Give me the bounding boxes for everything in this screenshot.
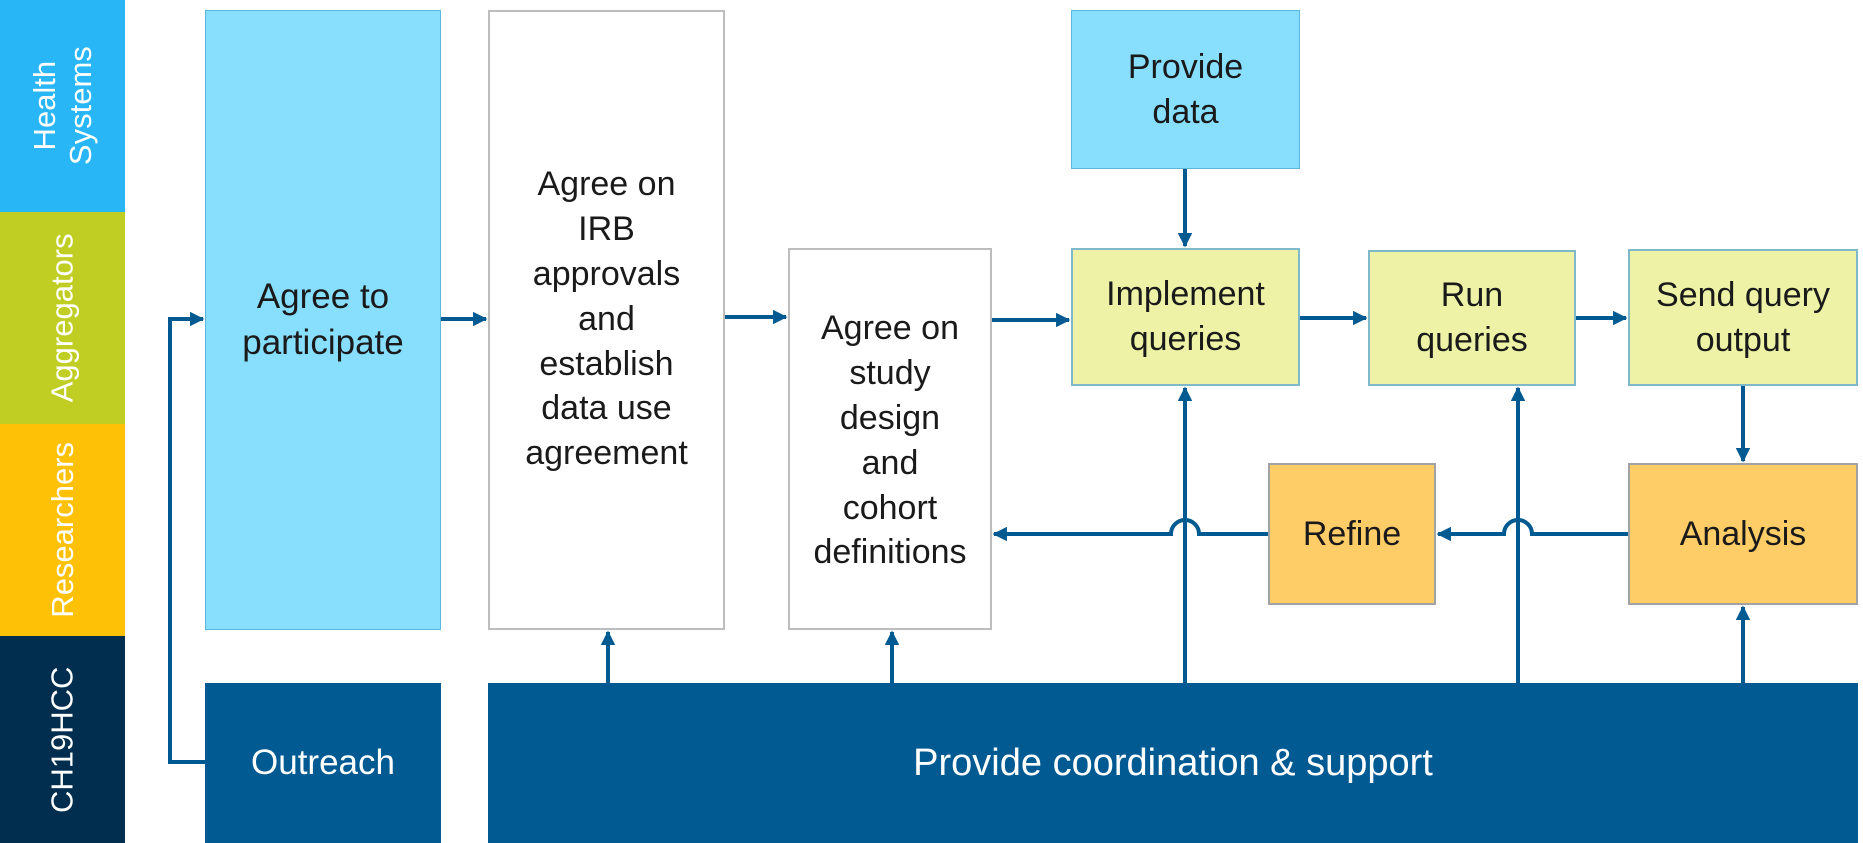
analysis-box: Analysis: [1628, 463, 1858, 605]
study-design-box: Agree on study design and cohort definit…: [788, 248, 992, 630]
box-label-line: Agree on: [537, 165, 676, 203]
lane-researchers: Researchers: [0, 424, 125, 636]
implement-queries-box: Implement queries: [1071, 248, 1300, 386]
box-label-line: Send query: [1656, 275, 1830, 314]
box-label-line: output: [1695, 320, 1791, 359]
box-label-line: Analysis: [1679, 514, 1807, 553]
box-label-line: queries: [1416, 321, 1528, 359]
run-queries-box: Run queries: [1368, 250, 1576, 386]
box-label-line: definitions: [813, 533, 967, 572]
box-label-line: Refine: [1302, 514, 1402, 553]
box-label-line: agreement: [525, 434, 688, 473]
box-label-line: study: [849, 353, 931, 392]
box-label-line: Provide: [1127, 47, 1244, 86]
outreach-box: Outreach: [205, 683, 441, 843]
lane-health-systems: Health Systems: [0, 0, 125, 212]
box-label-line: establish: [539, 344, 674, 383]
box-label-line: Agree to: [256, 276, 390, 316]
box-label-line: participate: [242, 323, 404, 362]
agree-to-participate-box: Agree to participate: [205, 10, 441, 630]
arrow-analysis-to-refine: [1436, 518, 1628, 542]
box-label-line: Provide coordination & support: [913, 741, 1433, 784]
send-query-output-box: Send query output: [1628, 249, 1858, 386]
lane-label-line: Aggregators: [44, 233, 80, 403]
lane-aggregators: Aggregators: [0, 212, 125, 424]
lane-label-line: Systems: [62, 46, 98, 166]
lane-label-line: Health: [26, 61, 62, 151]
irb-agreement-box: Agree on IRB approvals and establish dat…: [488, 10, 725, 630]
box-label-line: queries: [1129, 320, 1242, 358]
provide-data-box: Provide data: [1071, 10, 1300, 169]
box-label-line: Run: [1440, 276, 1504, 315]
box-label-line: and: [861, 443, 919, 482]
lane-label-line: CH19HCC: [44, 666, 80, 813]
box-label-line: IRB: [578, 209, 635, 248]
box-label-line: Implement: [1106, 275, 1265, 314]
arrow-refine-to-study: [992, 518, 1268, 542]
coordination-support-box: Provide coordination & support: [488, 683, 1858, 843]
box-label-line: Outreach: [251, 742, 395, 782]
refine-box: Refine: [1268, 463, 1436, 605]
box-label-line: cohort: [842, 488, 938, 527]
box-label-line: data: [1152, 92, 1219, 131]
box-label-line: data use: [541, 389, 672, 428]
box-label-line: design: [839, 398, 941, 437]
box-label-line: approvals: [532, 254, 681, 293]
lane-ch19hcc: CH19HCC: [0, 636, 125, 843]
arrow-outreach-to-participate: [168, 311, 205, 764]
lane-label-line: Researchers: [44, 442, 80, 618]
box-label-line: Agree on: [820, 309, 959, 347]
box-label-line: and: [578, 299, 635, 338]
